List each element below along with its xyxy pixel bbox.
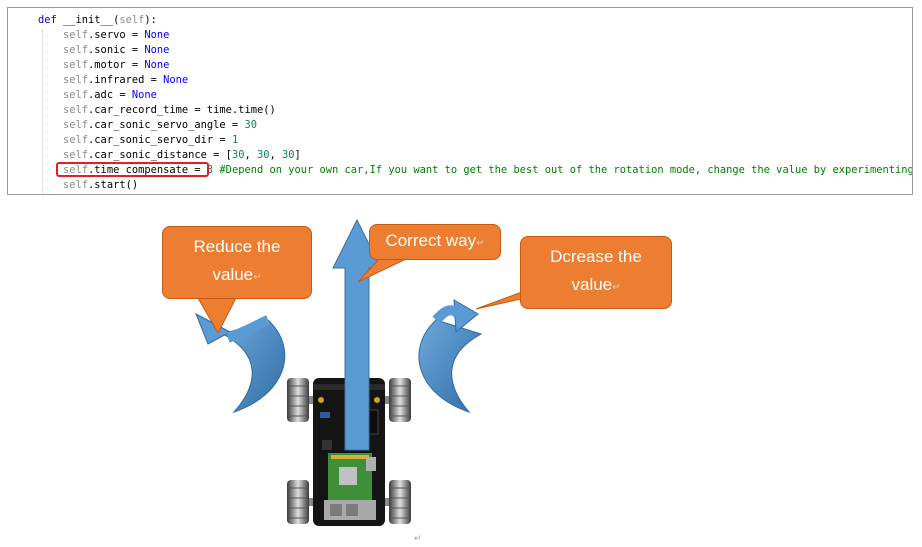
code-token: ] xyxy=(294,149,301,161)
code-token: 3 xyxy=(206,164,214,176)
code-line: self.sonic = None xyxy=(38,43,169,58)
paragraph-mark-icon: ↵ xyxy=(253,272,262,283)
code-token: self xyxy=(38,59,89,71)
code-token: None xyxy=(131,89,157,101)
code-editor-panel: def __init__(self): self.servo = None se… xyxy=(7,7,913,195)
code-token: 30 xyxy=(231,149,245,161)
code-token: .car_record_time = time.time() xyxy=(88,104,276,116)
code-token: #Depend on your own car,If you want to g… xyxy=(213,164,913,176)
code-token: def xyxy=(38,14,64,26)
code-token: self xyxy=(38,44,89,56)
code-token: ): xyxy=(144,14,157,26)
code-token: , xyxy=(269,149,282,161)
code-token: .infrared = xyxy=(88,74,164,86)
code-token: None xyxy=(163,74,189,86)
code-token: .time_compensate = xyxy=(88,164,207,176)
svg-text:↵: ↵ xyxy=(414,534,422,544)
code-token: .adc = xyxy=(88,89,132,101)
code-token: , xyxy=(244,149,257,161)
code-token: .start() xyxy=(88,179,139,191)
code-token: None xyxy=(144,59,170,71)
code-line: self.car_record_time = time.time() xyxy=(38,103,276,118)
code-line: def __init__(self): xyxy=(38,13,157,28)
code-token: .servo = xyxy=(88,29,145,41)
callout-decrease-value: Dcrease the value↵ xyxy=(520,236,672,309)
time-compensate-highlight xyxy=(56,162,209,177)
code-token: 30 xyxy=(256,149,270,161)
code-token: self xyxy=(38,119,89,131)
code-line: self.adc = None xyxy=(38,88,157,103)
code-line: self.start() xyxy=(38,178,138,193)
code-token: 30 xyxy=(282,149,295,161)
code-line: self.motor = None xyxy=(38,58,169,73)
code-token: self xyxy=(38,74,89,86)
code-token: self xyxy=(38,134,89,146)
rotate-right-curved-arrow xyxy=(418,299,483,414)
code-line: self.servo = None xyxy=(38,28,169,43)
code-line: self.car_sonic_servo_dir = 1 xyxy=(38,133,238,148)
code-line: self.infrared = None xyxy=(38,73,188,88)
code-line: self.car_sonic_servo_angle = 30 xyxy=(38,118,257,133)
code-token: self xyxy=(38,164,89,176)
wheel-rear-left xyxy=(287,480,309,524)
callout-reduce-value: Reduce the value↵ xyxy=(162,226,312,299)
code-token: .car_sonic_servo_dir = xyxy=(88,134,232,146)
callout-reduce-line1: Reduce the xyxy=(193,237,281,256)
code-token: .car_sonic_distance = [ xyxy=(88,149,232,161)
code-token: self xyxy=(38,149,89,161)
code-token: None xyxy=(144,44,170,56)
wheel-front-right xyxy=(389,378,411,422)
code-token: self xyxy=(38,104,89,116)
callout-decrease-line1: Dcrease the xyxy=(550,247,642,266)
indent-guide xyxy=(42,30,43,194)
code-line: self.time_compensate = 3 #Depend on your… xyxy=(38,163,913,178)
code-token: .motor = xyxy=(88,59,145,71)
code-line: self.car_sonic_distance = [30, 30, 30] xyxy=(38,148,301,163)
paragraph-mark-icon: ↵ xyxy=(612,282,621,293)
wheel-rear-right xyxy=(389,480,411,524)
callout-decrease-line2: value xyxy=(571,275,613,294)
forward-arrow xyxy=(332,218,382,451)
callout-correct-way: Correct way↵ xyxy=(369,224,501,260)
code-token: self xyxy=(119,14,145,26)
code-token: __init__ xyxy=(63,14,114,26)
code-token: self xyxy=(38,89,89,101)
wheel-front-left xyxy=(287,378,309,422)
code-token: 30 xyxy=(244,119,257,131)
callout-correct-line1: Correct way xyxy=(385,230,477,250)
paragraph-mark-icon: ↵ xyxy=(476,237,485,249)
code-token: self xyxy=(38,179,89,191)
code-token: self xyxy=(38,29,89,41)
callout-reduce-line2: value xyxy=(212,265,254,284)
code-token: None xyxy=(144,29,170,41)
rotate-left-curved-arrow xyxy=(195,312,286,414)
code-token: 1 xyxy=(231,134,239,146)
code-token: .sonic = xyxy=(88,44,145,56)
code-token: .car_sonic_servo_angle = xyxy=(88,119,245,131)
code-token: ( xyxy=(113,14,120,26)
